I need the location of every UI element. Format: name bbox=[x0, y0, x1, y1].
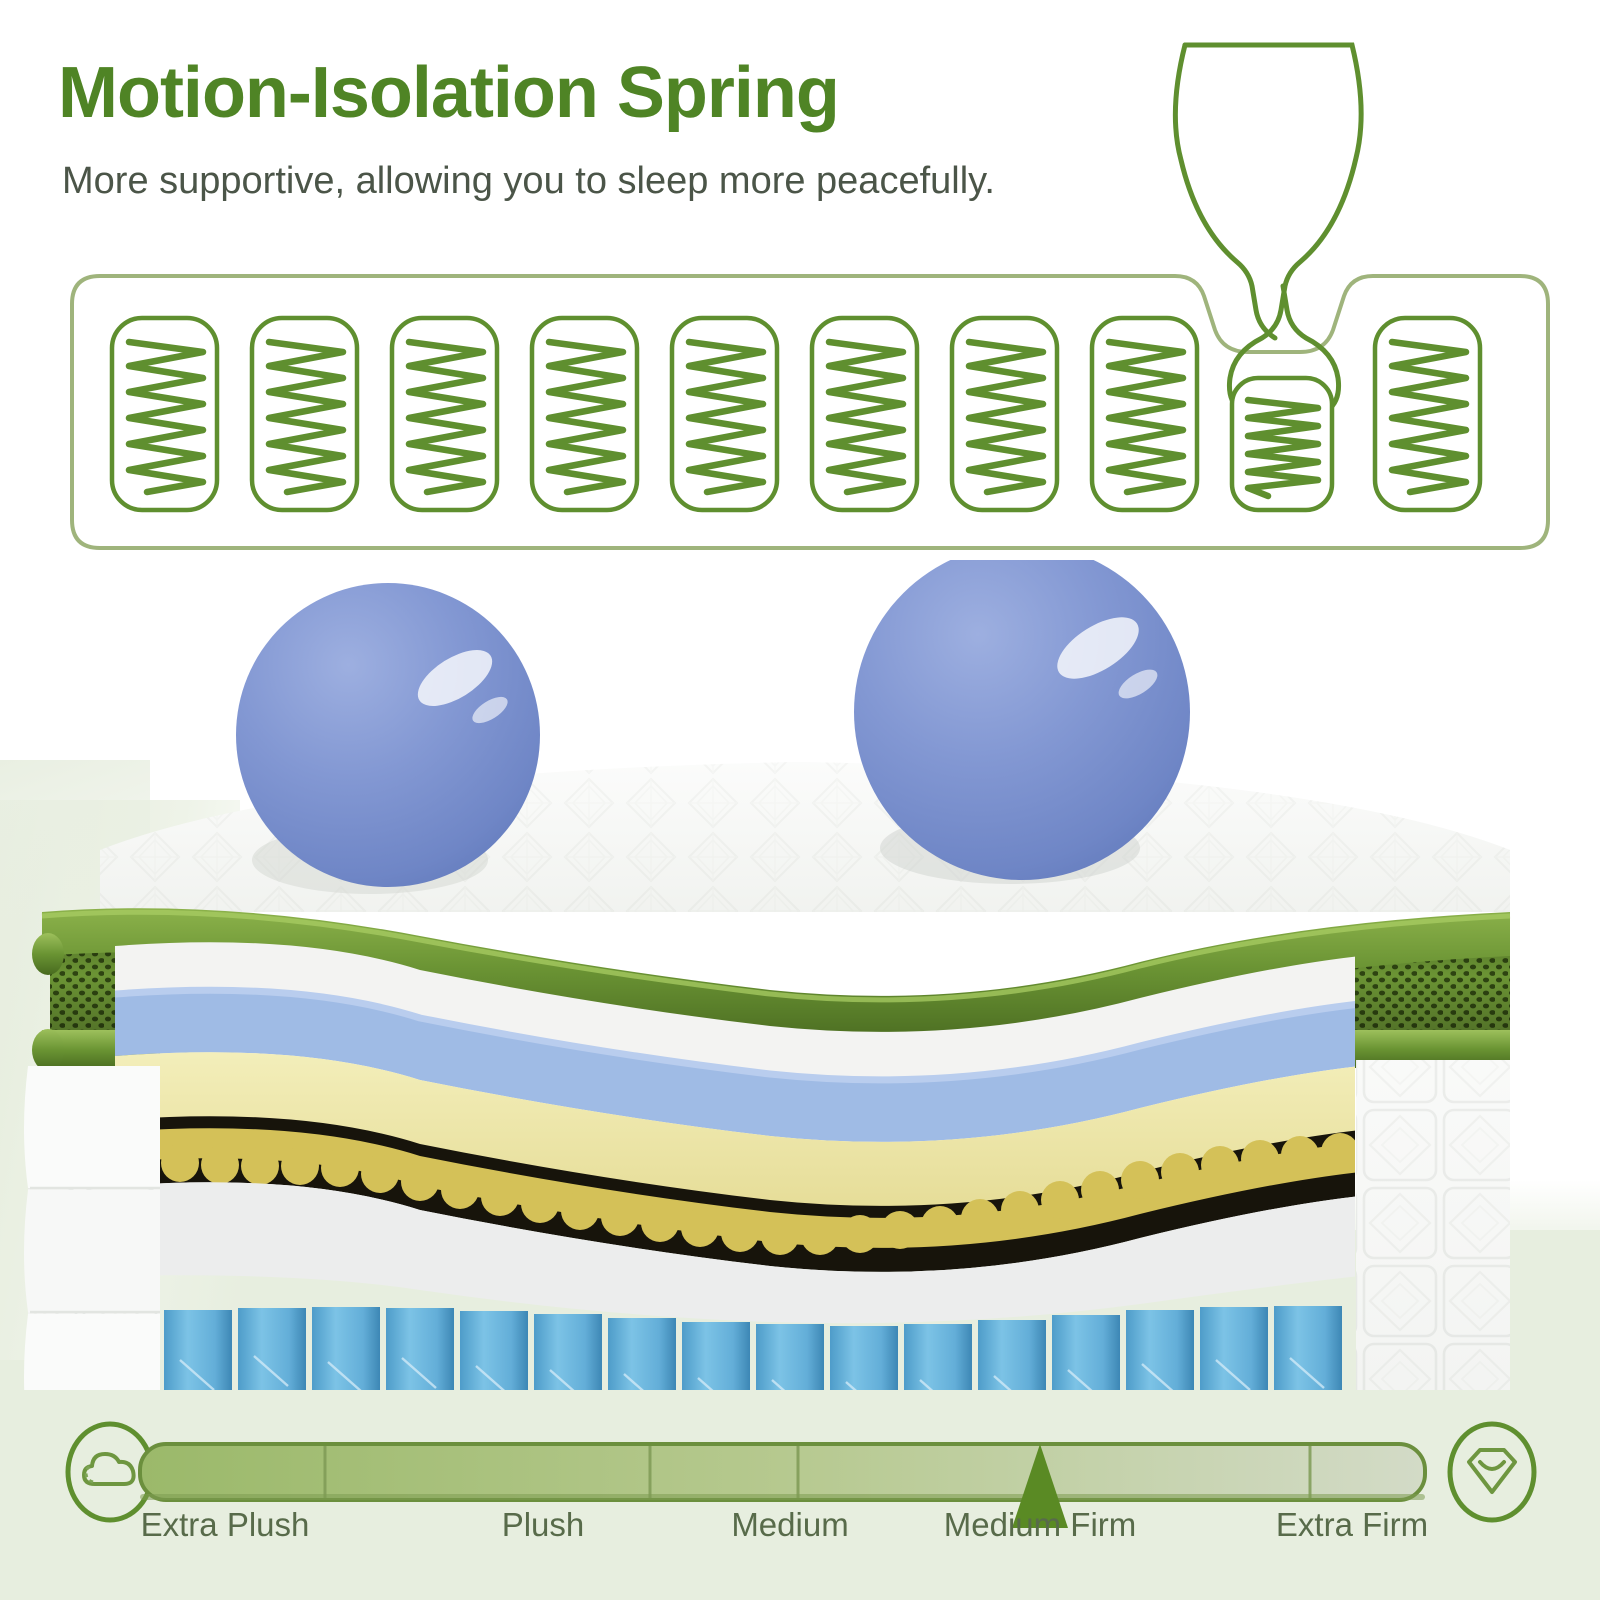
firmness-label-extra-plush: Extra Plush bbox=[140, 1506, 310, 1543]
firmness-marker[interactable] bbox=[1012, 1444, 1068, 1528]
mattress-cross-section bbox=[0, 560, 1600, 1390]
coil-pocket-3 bbox=[389, 315, 500, 513]
gel-memory-foam-layer bbox=[115, 990, 1355, 1142]
pocket-coil-unit bbox=[164, 1306, 1342, 1390]
internal-layers bbox=[115, 942, 1355, 1324]
firmness-scale[interactable]: Extra Plush Plush Medium Medium Firm Ext… bbox=[0, 1400, 1600, 1600]
coil-pocket-6 bbox=[809, 315, 920, 513]
white-foam-layer-upper bbox=[115, 942, 1355, 1080]
green-piping-right-lower bbox=[1355, 1030, 1510, 1068]
green-piping-top-highlight bbox=[41, 909, 1511, 1003]
white-foam-layer-lower bbox=[115, 1182, 1355, 1324]
firmness-label-medium: Medium bbox=[731, 1506, 849, 1543]
coil-pocket-1 bbox=[109, 315, 220, 513]
firmness-bar[interactable] bbox=[138, 1442, 1427, 1502]
spring-diagram bbox=[0, 0, 1600, 600]
convoluted-egg-crate-foam bbox=[115, 1128, 1355, 1255]
quilted-side-panel-left bbox=[24, 1066, 160, 1390]
coil-pocket-8 bbox=[1089, 315, 1200, 513]
comfort-foam-layer bbox=[115, 1052, 1355, 1218]
coil-pocket-9 bbox=[1229, 375, 1335, 513]
wine-glass-icon bbox=[1172, 42, 1364, 421]
green-piping-top bbox=[42, 908, 1510, 1040]
coil-pocket-2 bbox=[249, 315, 360, 513]
firmness-labels: Extra Plush Plush Medium Medium Firm Ext… bbox=[0, 1506, 1600, 1566]
firmness-label-plush: Plush bbox=[501, 1506, 585, 1543]
coil-pocket-7 bbox=[949, 315, 1060, 513]
demo-ball-right bbox=[854, 560, 1190, 880]
diamond-icon[interactable] bbox=[1447, 1421, 1537, 1523]
coil-pocket-5 bbox=[669, 315, 780, 513]
demo-ball-left bbox=[236, 583, 540, 887]
firmness-label-medium-firm: Medium Firm bbox=[943, 1506, 1137, 1543]
firmness-label-extra-firm: Extra Firm bbox=[1275, 1506, 1429, 1543]
page-subtitle: More supportive, allowing you to sleep m… bbox=[62, 160, 995, 202]
page-title: Motion-Isolation Spring bbox=[58, 53, 840, 133]
coil-pocket-4 bbox=[529, 315, 640, 513]
coil-pocket-10 bbox=[1372, 315, 1483, 513]
